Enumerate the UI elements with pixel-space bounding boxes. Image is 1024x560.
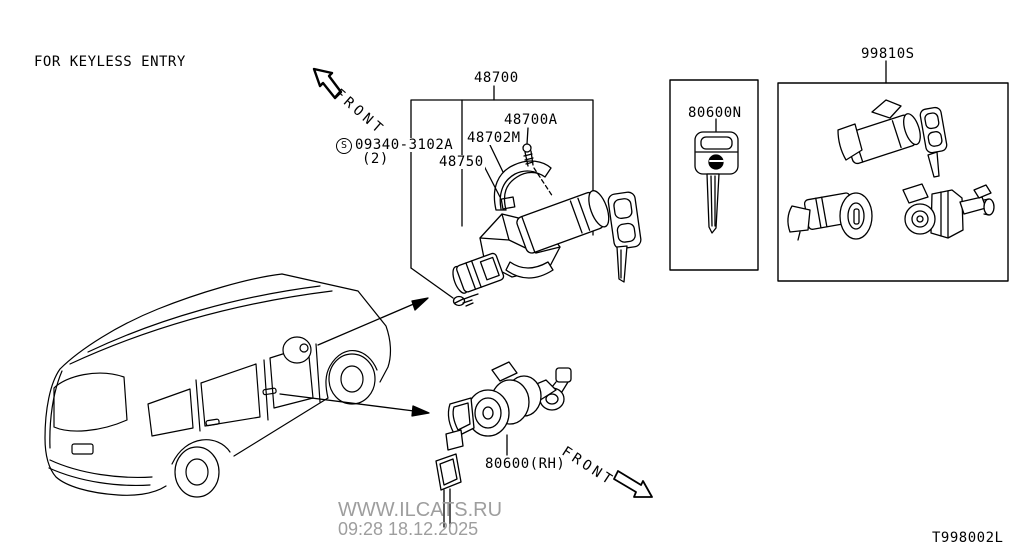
part-label-48700: 48700	[474, 70, 519, 86]
set-door-lock-right	[902, 183, 995, 239]
page-note: FOR KEYLESS ENTRY	[34, 54, 186, 70]
screw-symbol-icon: S	[336, 138, 352, 154]
part-label-48702m: 48702M	[466, 130, 522, 146]
key-set-box	[777, 60, 1009, 282]
part-label-99810s: 99810S	[861, 46, 915, 62]
pointer-arrow-door-lock	[279, 393, 430, 417]
pointer-arrow-ignition	[317, 297, 429, 346]
part-label-80600rh: 80600(RH)	[484, 456, 567, 472]
part-label-fastener: 09340-3102A	[354, 137, 455, 153]
key-blank-drawing	[694, 131, 739, 234]
watermark-site: WWW.ILCATS.RU	[338, 499, 503, 521]
set-door-lock-left	[787, 192, 873, 241]
diagram-code: T998002L	[932, 530, 1004, 546]
front-arrow-top-icon	[312, 67, 343, 100]
part-label-80600n: 80600N	[688, 105, 742, 121]
part-qty-fastener: (2)	[361, 151, 390, 167]
key-blank-box	[669, 79, 759, 271]
part-label-48700a: 48700A	[503, 112, 559, 128]
bolt-48700a-drawing	[522, 143, 554, 198]
car-drawing	[44, 273, 392, 498]
door-lock-rh-drawing	[435, 361, 572, 528]
set-ignition-lock	[837, 99, 948, 178]
watermark-timestamp: 09:28 18.12.2025	[338, 519, 479, 539]
front-arrow-bottom-icon	[613, 470, 653, 498]
steering-lock-assembly	[410, 85, 642, 307]
part-label-48750: 48750	[438, 154, 485, 170]
mount-screw-drawing	[452, 293, 479, 307]
